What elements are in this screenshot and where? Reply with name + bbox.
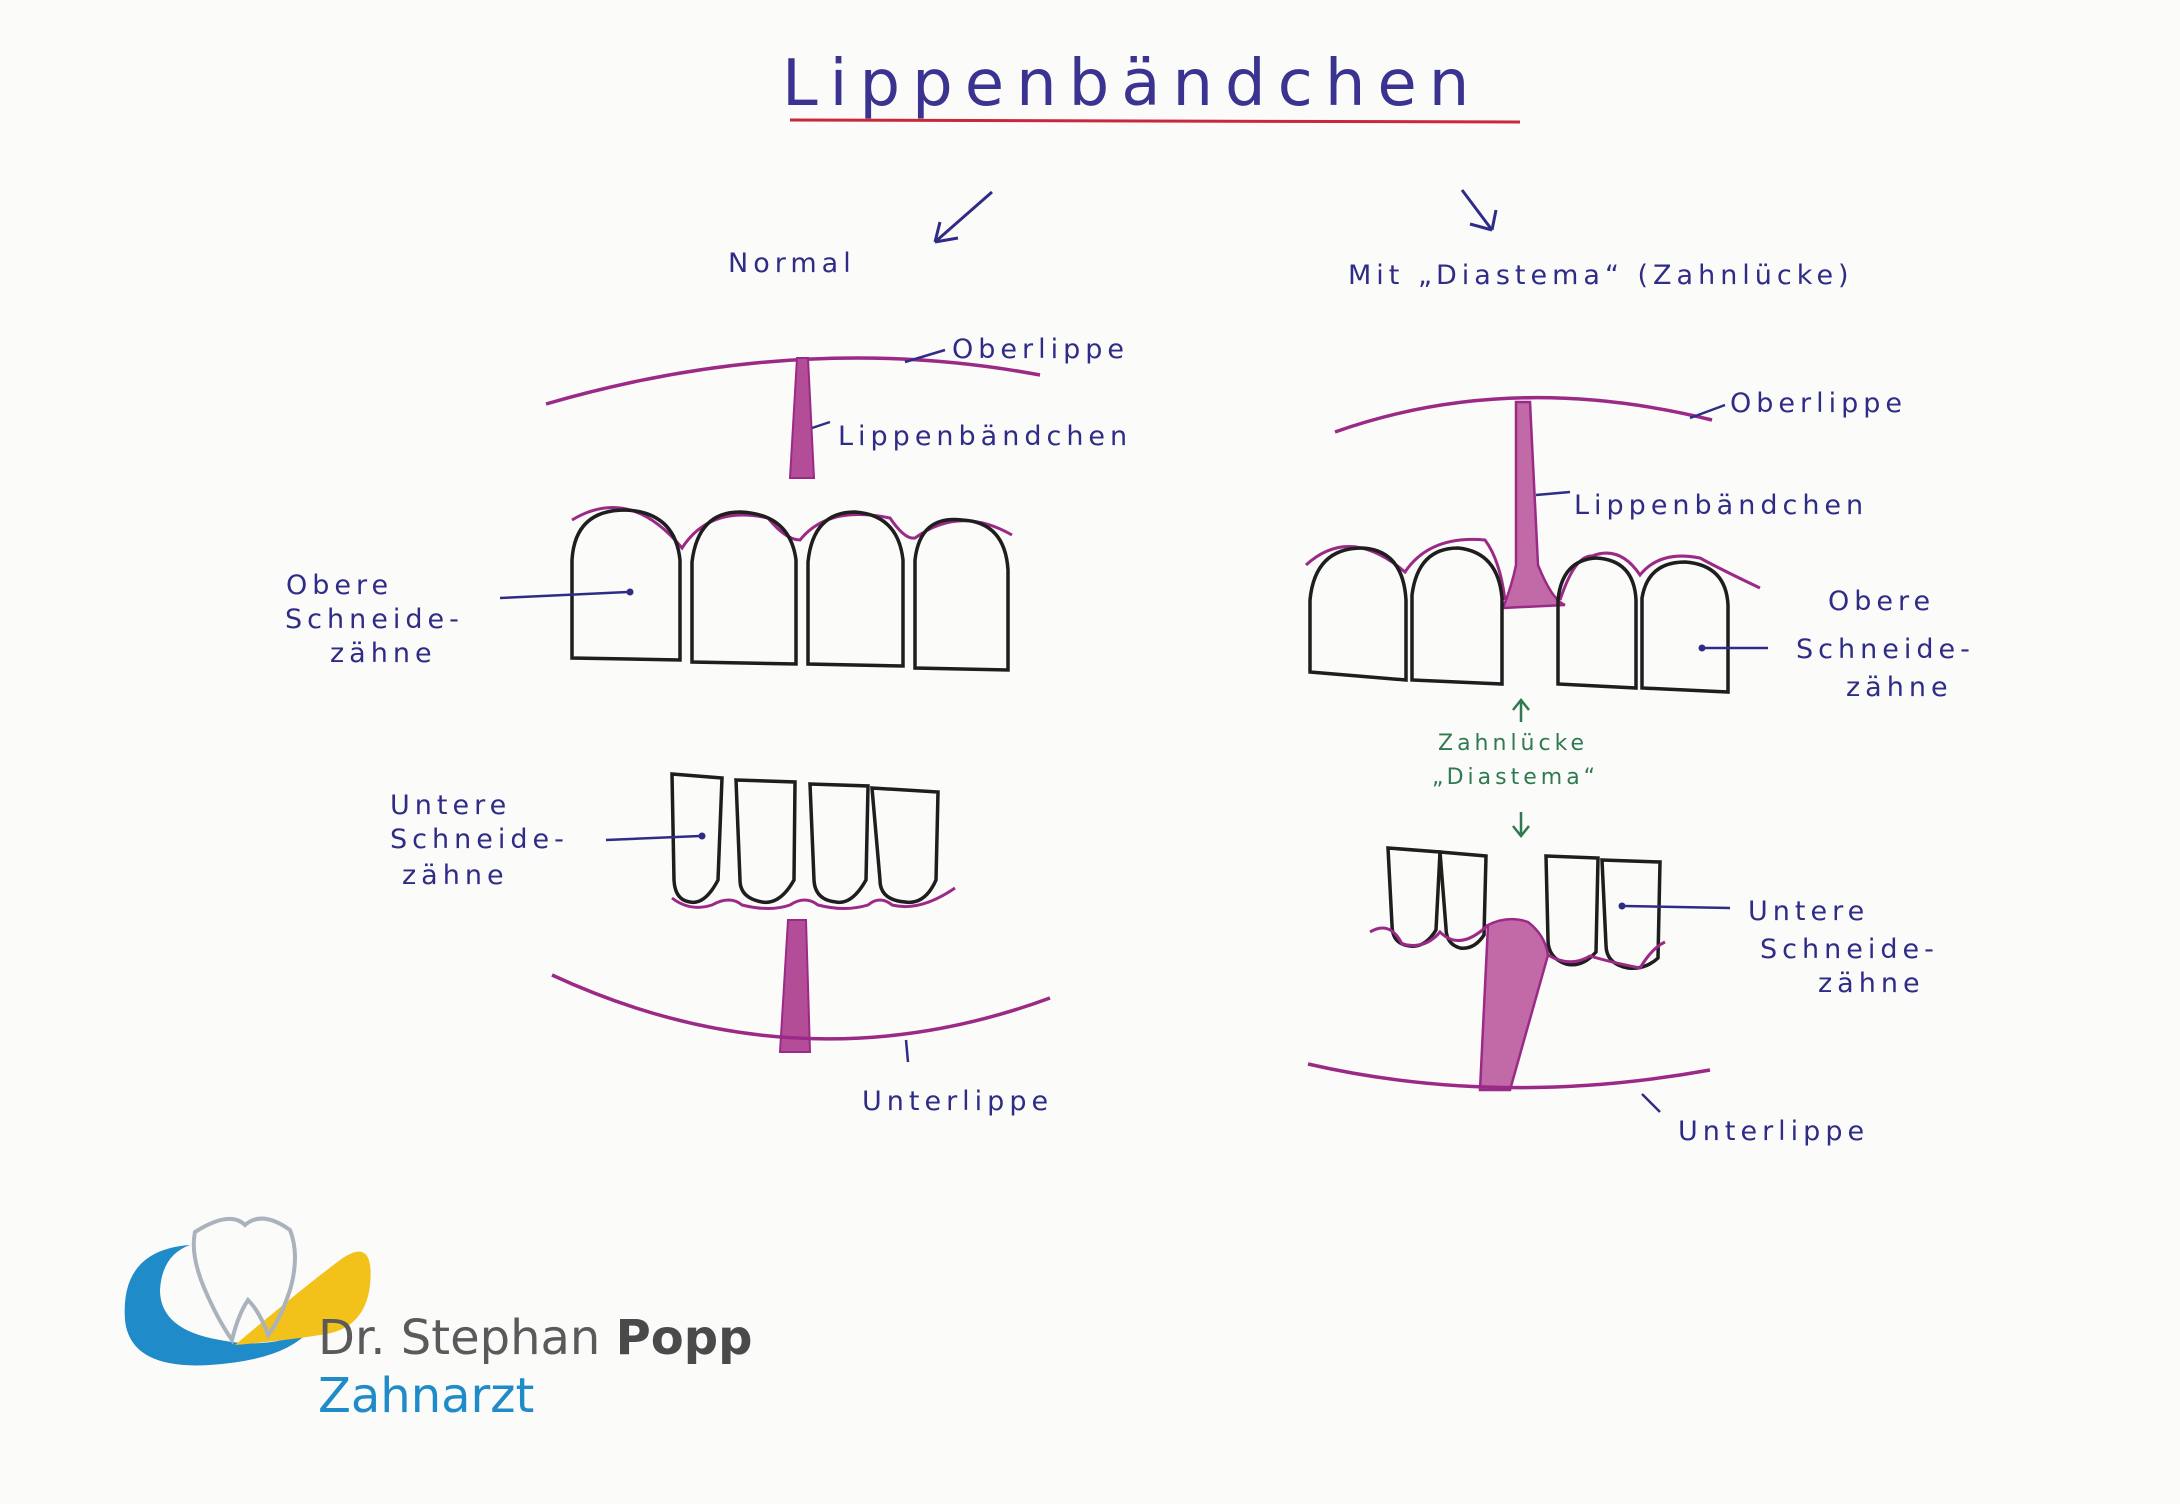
leader-untere-right	[1623, 904, 1731, 910]
label-untere-right-3: zähne	[1818, 968, 1925, 999]
heading-diastema: Mit „Diastema“ (Zahnlücke)	[1348, 260, 1854, 291]
label-obere-right-2: Schneide-	[1796, 634, 1975, 665]
upper-teeth-diastema	[1308, 546, 1730, 694]
upper-lip-diastema	[1334, 395, 1713, 434]
label-untere-left-1: Untere	[390, 790, 511, 821]
lower-gum-normal	[671, 886, 956, 910]
leader-dot-untere-right	[1618, 902, 1626, 910]
leader-untere-left	[605, 834, 701, 842]
logo-mark	[124, 1216, 371, 1366]
label-obere-right-1: Obere	[1828, 586, 1935, 617]
logo-blue-swoosh-icon	[124, 1245, 311, 1366]
arrow-diastema-icon	[1460, 189, 1498, 232]
label-obere-left-2: Schneide-	[285, 604, 464, 635]
logo-name: Dr. Stephan Popp	[318, 1310, 753, 1366]
label-baendchen-right: Lippenbändchen	[1574, 490, 1868, 521]
leader-dot-obere-right	[1698, 644, 1706, 652]
label-gap-2: „Diastema“	[1432, 765, 1599, 790]
frenulum-upper-diastema	[1501, 400, 1566, 610]
label-obere-right-3: zähne	[1846, 672, 1953, 703]
frenulum-upper-normal	[788, 357, 816, 479]
title-underline	[789, 118, 1521, 124]
label-baendchen-left: Lippenbändchen	[838, 421, 1132, 452]
lower-gum-diastema	[1369, 923, 1666, 970]
leader-baendchen-right	[1535, 490, 1571, 497]
page-title: Lippenbändchen	[782, 47, 1481, 121]
leader-baendchen-left	[811, 420, 831, 430]
lower-lip-normal	[551, 973, 1051, 1041]
leader-oberlippe-right	[1689, 403, 1726, 420]
leader-oberlippe-left	[904, 348, 946, 364]
label-untere-right-1: Untere	[1748, 896, 1869, 927]
leader-dot-untere-left	[698, 832, 706, 840]
lower-lip-diastema	[1307, 1062, 1711, 1090]
label-obere-left-3: zähne	[330, 638, 437, 669]
logo-name-first: Dr. Stephan	[318, 1310, 601, 1366]
frenulum-lower-diastema	[1478, 917, 1550, 1092]
lower-teeth-normal	[670, 772, 940, 905]
leader-unterlippe-left	[904, 1039, 910, 1063]
leader-obere-left	[499, 590, 629, 600]
label-untere-left-3: zähne	[402, 860, 509, 891]
frenulum-lower-normal	[778, 919, 812, 1053]
arrow-normal-icon	[933, 190, 993, 244]
logo-name-last: Popp	[615, 1310, 753, 1366]
label-unterlippe-left: Unterlippe	[862, 1086, 1053, 1117]
label-oberlippe-left: Oberlippe	[952, 334, 1129, 365]
gap-arrow-down-icon	[1512, 812, 1530, 839]
upper-teeth-normal	[570, 508, 1010, 672]
logo-yellow-swoosh-icon	[235, 1251, 371, 1345]
label-gap-1: Zahnlücke	[1438, 731, 1588, 756]
gap-arrow-up-icon	[1512, 697, 1530, 722]
label-oberlippe-right: Oberlippe	[1730, 388, 1907, 419]
label-untere-right-2: Schneide-	[1760, 934, 1939, 965]
label-obere-left-1: Obere	[286, 570, 393, 601]
leader-dot-obere-left	[626, 588, 634, 596]
heading-normal: Normal	[728, 248, 856, 279]
label-untere-left-2: Schneide-	[390, 824, 569, 855]
logo-role: Zahnarzt	[318, 1368, 535, 1424]
logo-tooth-icon	[191, 1216, 297, 1345]
upper-gum-diastema	[1304, 537, 1761, 601]
label-unterlippe-right: Unterlippe	[1678, 1116, 1869, 1147]
leader-unterlippe-right	[1641, 1093, 1661, 1113]
